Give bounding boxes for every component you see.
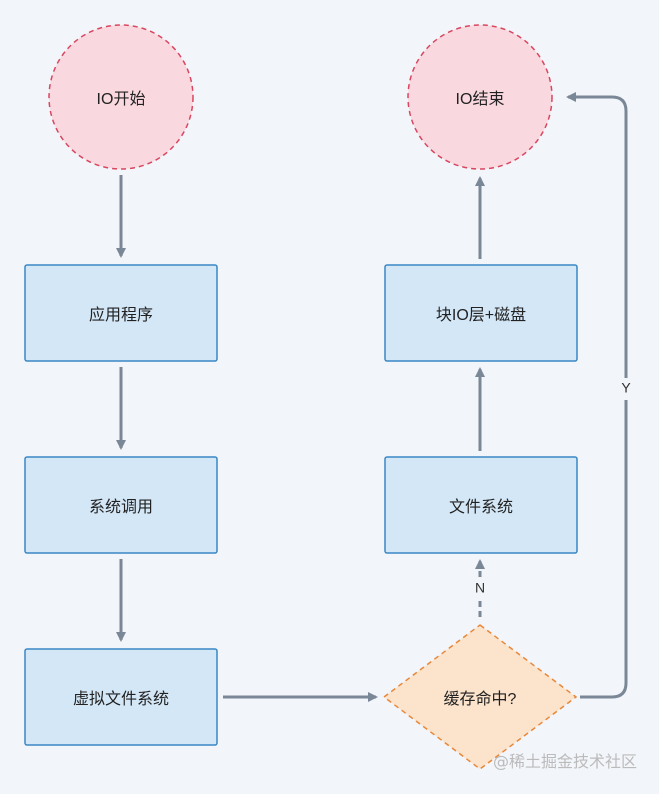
application-label: 应用程序 xyxy=(88,307,153,324)
file-system-label: 文件系统 xyxy=(448,499,513,516)
block-io-disk-node xyxy=(384,264,578,362)
file-system-node xyxy=(384,456,578,554)
cache-hit-label: 缓存命中? xyxy=(443,691,517,708)
vfs-node xyxy=(24,648,218,746)
io-start-node xyxy=(48,24,194,170)
watermark: @稀土掘金技术社区 xyxy=(492,752,637,771)
system-call-label: 系统调用 xyxy=(88,499,153,516)
edge-cache-yes-to-end xyxy=(568,97,628,699)
io-start-label: IO开始 xyxy=(96,91,146,108)
vfs-label: 虚拟文件系统 xyxy=(72,691,169,708)
cache-hit-node xyxy=(382,624,578,770)
io-end-node xyxy=(407,24,553,170)
io-end-label: IO结束 xyxy=(455,91,505,108)
system-call-node xyxy=(24,456,218,554)
edge-label-yes: Y xyxy=(621,380,631,396)
edge-label-no: N xyxy=(475,580,485,596)
application-node xyxy=(24,264,218,362)
block-io-disk-label: 块IO层+磁盘 xyxy=(435,307,527,324)
